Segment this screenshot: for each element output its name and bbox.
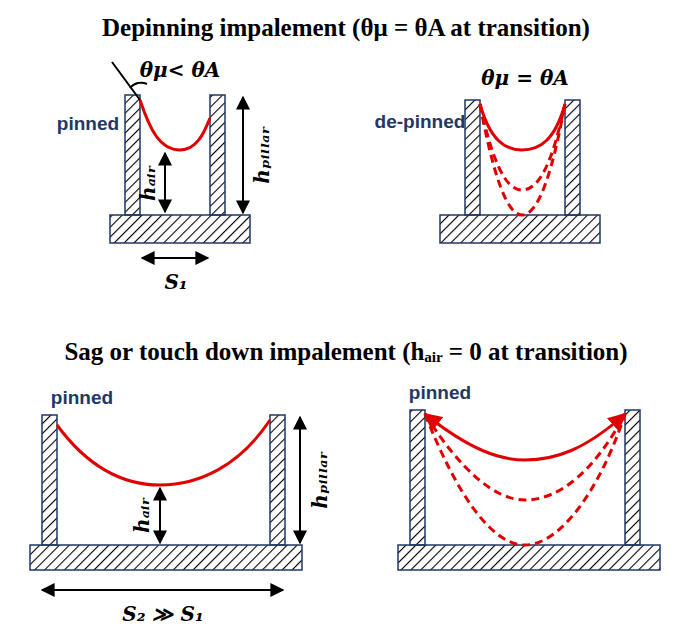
state-label: pinned <box>409 382 471 404</box>
dimension-label: hₚᵢₗₗₐᵣ <box>250 126 274 183</box>
state-label: de-pinned <box>375 111 466 133</box>
angle-label: θμ< θA <box>140 58 221 82</box>
angle-label: θμ = θA <box>481 66 569 90</box>
heading: Sag or touch down impalement (hₐᵢᵣ = 0 a… <box>64 338 627 366</box>
state-label: pinned <box>51 387 113 409</box>
dimension-label: hₐᵢᵣ <box>130 497 154 533</box>
dimension-label: S₁ <box>164 270 187 294</box>
dimension-label: S₂ ≫ S₁ <box>122 602 203 626</box>
dimension-label: hₐᵢᵣ <box>136 165 160 201</box>
meniscus <box>57 100 625 545</box>
dimension-label: hₚᵢₗₗₐᵣ <box>308 451 332 508</box>
substrate-pillars <box>30 95 660 570</box>
state-label: pinned <box>57 113 119 135</box>
heading: Depinning impalement (θμ = θA at transit… <box>102 14 590 42</box>
